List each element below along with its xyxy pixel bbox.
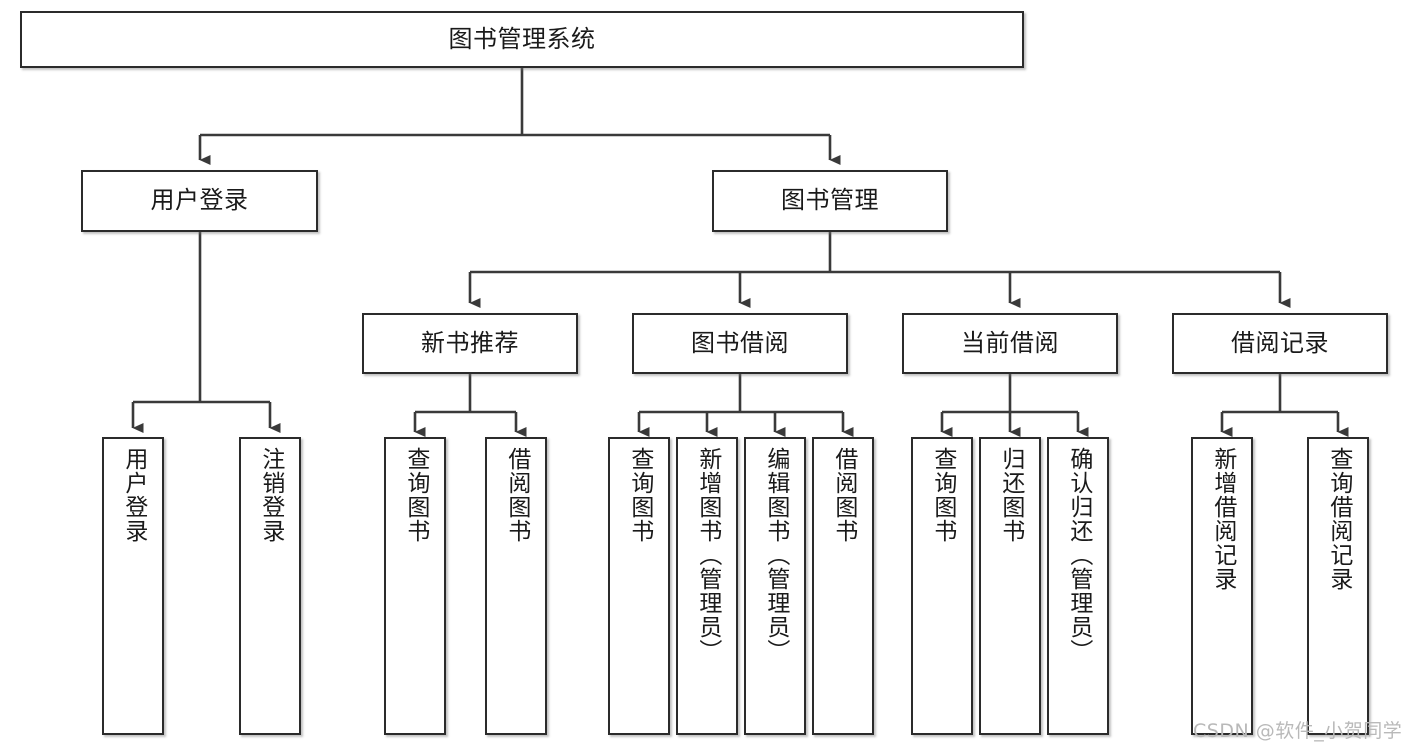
leaf-query-book-2-label: 查询图书 <box>626 447 653 543</box>
leaf-add-book[interactable]: 新增图书（管理员） <box>676 437 738 735</box>
leaf-user-login[interactable]: 用户登录 <box>102 437 164 735</box>
node-new-book-recommend[interactable]: 新书推荐 <box>362 313 578 374</box>
node-new-book-recommend-label: 新书推荐 <box>421 328 519 357</box>
leaf-query-book-3-label: 查询图书 <box>929 447 956 543</box>
leaf-logout-label: 注销登录 <box>257 447 284 543</box>
leaf-query-book-2[interactable]: 查询图书 <box>608 437 670 735</box>
leaf-borrow-book-1-label: 借阅图书 <box>503 447 530 543</box>
leaf-query-book-3[interactable]: 查询图书 <box>911 437 973 735</box>
leaf-confirm-return-label: 确认归还（管理员） <box>1065 447 1092 663</box>
leaf-query-record[interactable]: 查询借阅记录 <box>1307 437 1369 735</box>
leaf-query-book-1-label: 查询图书 <box>402 447 429 543</box>
leaf-borrow-book-2-label: 借阅图书 <box>830 447 857 543</box>
node-book-manage[interactable]: 图书管理 <box>712 170 948 232</box>
node-borrow-record-label: 借阅记录 <box>1231 328 1329 357</box>
leaf-add-record[interactable]: 新增借阅记录 <box>1191 437 1253 735</box>
leaf-add-book-label: 新增图书（管理员） <box>694 447 721 663</box>
leaf-query-book-1[interactable]: 查询图书 <box>384 437 446 735</box>
node-book-borrow[interactable]: 图书借阅 <box>632 313 848 374</box>
watermark: CSDN @软件_小贺同学 <box>1193 720 1403 742</box>
leaf-add-record-label: 新增借阅记录 <box>1209 447 1236 591</box>
node-root[interactable]: 图书管理系统 <box>20 11 1024 68</box>
leaf-query-record-label: 查询借阅记录 <box>1325 447 1352 591</box>
node-user-login-label: 用户登录 <box>150 186 249 215</box>
node-current-borrow-label: 当前借阅 <box>961 328 1059 357</box>
node-user-login[interactable]: 用户登录 <box>81 170 318 232</box>
node-current-borrow[interactable]: 当前借阅 <box>902 313 1118 374</box>
leaf-logout[interactable]: 注销登录 <box>239 437 301 735</box>
leaf-edit-book-label: 编辑图书（管理员） <box>762 447 789 663</box>
leaf-confirm-return[interactable]: 确认归还（管理员） <box>1047 437 1109 735</box>
leaf-return-book-label: 归还图书 <box>997 447 1024 543</box>
leaf-borrow-book-1[interactable]: 借阅图书 <box>485 437 547 735</box>
leaf-edit-book[interactable]: 编辑图书（管理员） <box>744 437 806 735</box>
node-book-manage-label: 图书管理 <box>781 186 879 215</box>
node-root-label: 图书管理系统 <box>448 24 596 53</box>
node-book-borrow-label: 图书借阅 <box>691 328 789 357</box>
leaf-borrow-book-2[interactable]: 借阅图书 <box>812 437 874 735</box>
leaf-user-login-label: 用户登录 <box>120 447 147 543</box>
node-borrow-record[interactable]: 借阅记录 <box>1172 313 1388 374</box>
leaf-return-book[interactable]: 归还图书 <box>979 437 1041 735</box>
